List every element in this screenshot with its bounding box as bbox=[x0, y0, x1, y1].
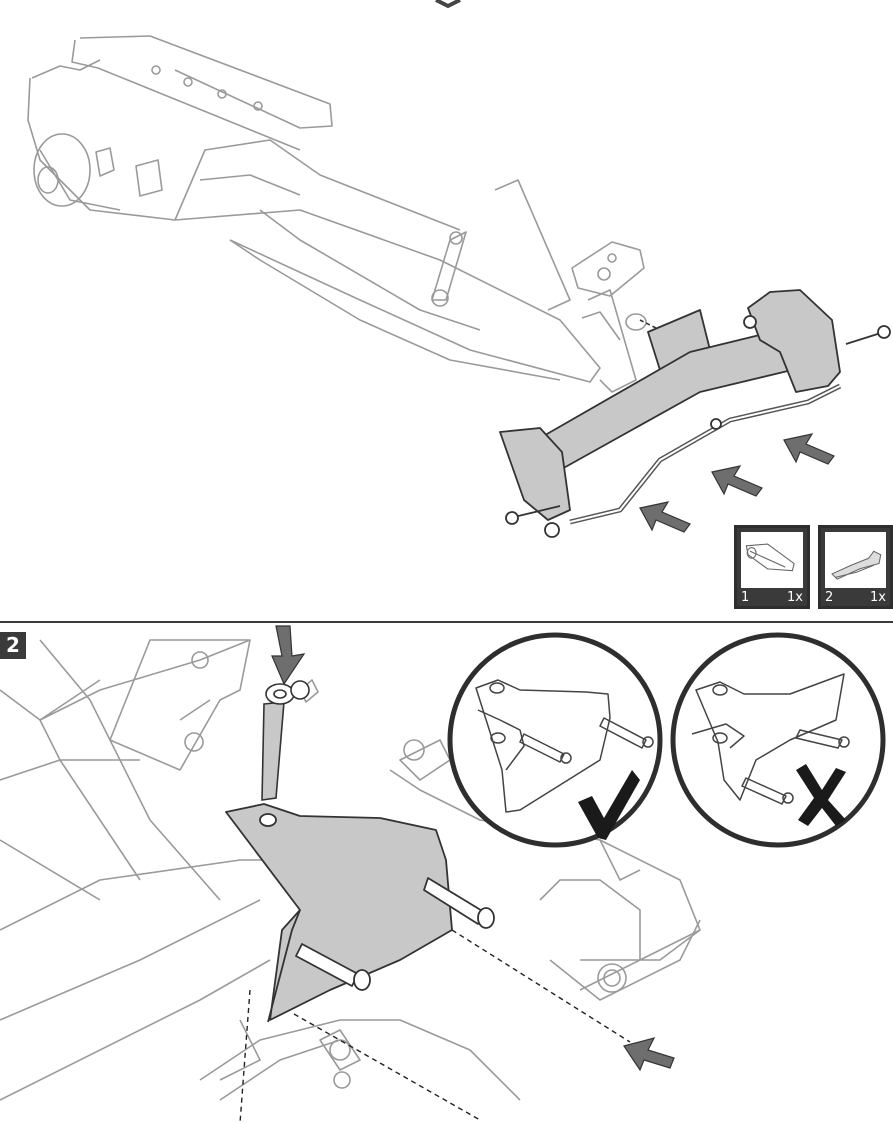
frame-background bbox=[0, 639, 701, 1101]
arrow-2 bbox=[711, 465, 763, 497]
cross-member-part bbox=[499, 289, 891, 538]
down-arrow bbox=[271, 625, 306, 686]
part-thumbnail-2: 2 1x bbox=[818, 525, 893, 609]
vertical-bolt bbox=[261, 680, 310, 801]
step-number-badge: 2 bbox=[0, 632, 26, 659]
part-index: 1 bbox=[741, 590, 750, 605]
shield-plate-part bbox=[225, 803, 495, 1023]
insert-arrow bbox=[623, 1037, 675, 1072]
part-thumbnail-image bbox=[825, 532, 886, 588]
correct-orientation-callout bbox=[447, 632, 663, 848]
part-thumbnail-image bbox=[741, 532, 803, 588]
step-divider bbox=[0, 621, 893, 623]
arrow-1 bbox=[639, 501, 691, 533]
part-quantity: 1x bbox=[787, 590, 803, 605]
cross-mark-icon bbox=[796, 764, 846, 826]
arrow-3 bbox=[783, 433, 835, 465]
top-edge-mark bbox=[435, 0, 461, 8]
wrong-orientation-callout bbox=[670, 632, 886, 848]
check-mark-icon bbox=[578, 770, 640, 840]
vehicle-frame bbox=[27, 35, 647, 393]
part-quantity: 1x bbox=[870, 590, 886, 605]
part-index: 2 bbox=[825, 590, 834, 605]
alignment-lines bbox=[239, 929, 631, 1123]
alignment-line bbox=[639, 319, 661, 331]
assembly-arrows bbox=[639, 433, 835, 533]
part-thumbnail-1: 1 1x bbox=[734, 525, 810, 609]
